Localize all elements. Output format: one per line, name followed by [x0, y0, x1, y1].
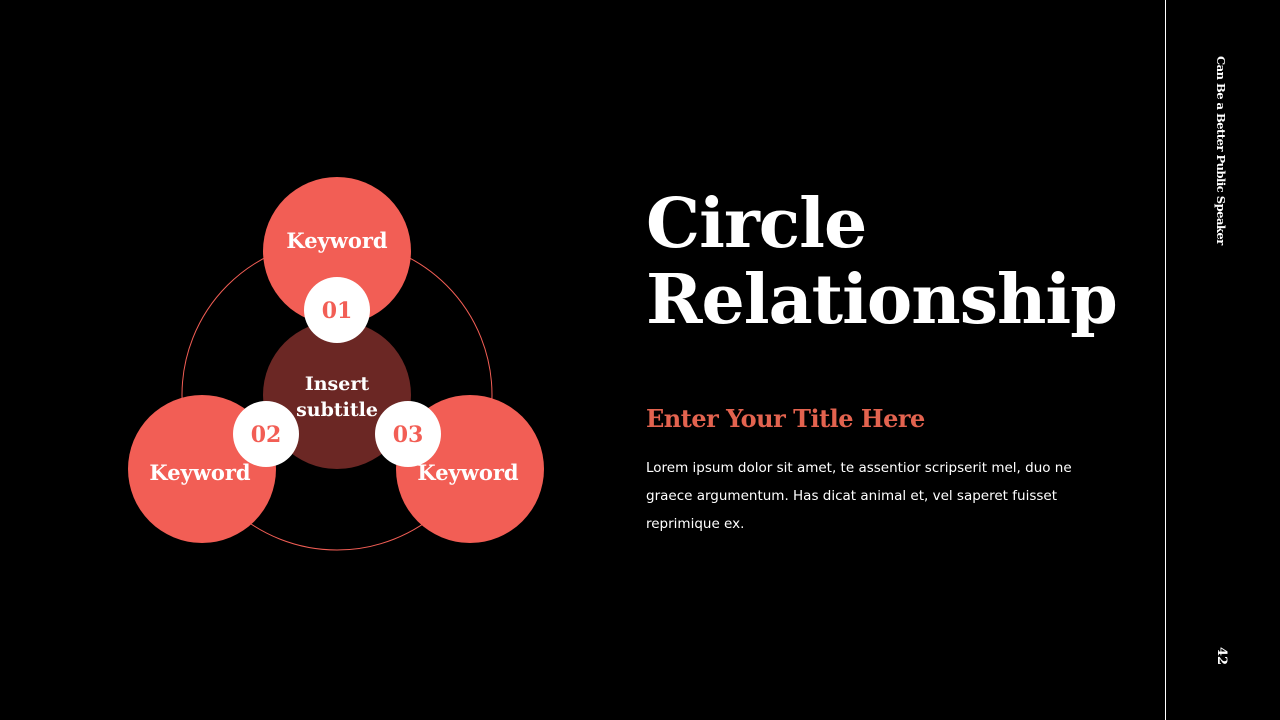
slide-title: Circle Relationship: [646, 184, 1118, 340]
number-badge-1: [304, 277, 370, 343]
side-caption: Can Be a Better Public Speaker: [1214, 56, 1228, 245]
number-label-3: 03: [393, 422, 424, 448]
body-text: Lorem ipsum dolor sit amet, te assentior…: [646, 460, 1072, 532]
circle-relationship-diagram: Insert subtitle Keyword 01 Keyword 02 Ke…: [128, 177, 544, 551]
center-label-line-2: subtitle: [296, 399, 378, 421]
number-badge-2: [233, 401, 299, 467]
number-label-1: 01: [322, 298, 353, 324]
center-circle: [263, 321, 411, 469]
keyword-label-1: Keyword: [286, 228, 388, 253]
section-subtitle: Enter Your Title Here: [646, 404, 925, 433]
keyword-label-2: Keyword: [149, 460, 251, 485]
number-label-2: 02: [251, 422, 282, 448]
page-number: 42: [1214, 647, 1229, 666]
center-label-line-1: Insert: [305, 373, 369, 395]
keyword-circle-1: [263, 177, 411, 325]
keyword-label-3: Keyword: [417, 460, 519, 485]
number-badge-3: [375, 401, 441, 467]
vertical-divider: [1165, 0, 1166, 720]
